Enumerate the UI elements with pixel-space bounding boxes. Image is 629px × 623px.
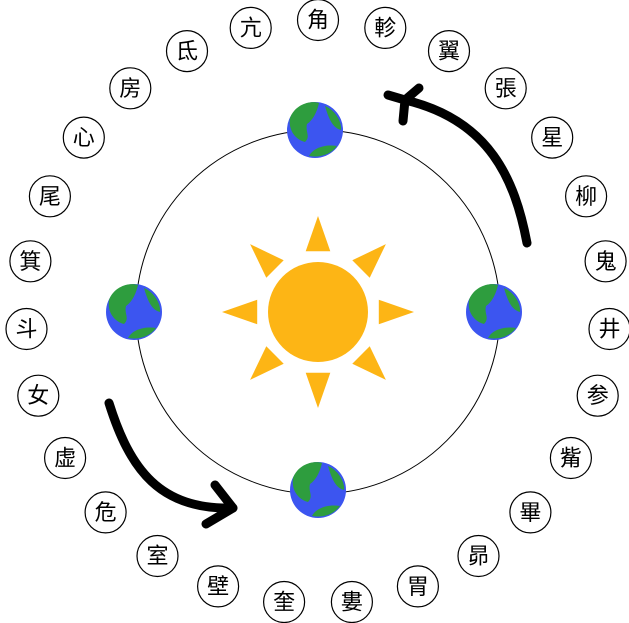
sun-ray: [305, 216, 331, 252]
mansion-item: 翼: [427, 29, 471, 73]
mansion-circle: [564, 175, 608, 218]
mansion-circle: [109, 67, 152, 110]
mansion-label: 虚: [54, 447, 76, 472]
mansion-circle: [296, 0, 340, 42]
sun-ray: [305, 372, 331, 408]
mansion-circle: [457, 534, 500, 578]
mansion-item: 畢: [509, 491, 552, 534]
mansion-circle: [17, 374, 60, 417]
mansion-circle: [5, 307, 48, 351]
mansion-item: 柳: [564, 175, 608, 218]
mansion-item: 房: [109, 67, 152, 110]
mansion-label: 柳: [575, 185, 597, 210]
mansion-item: 虚: [43, 436, 87, 480]
mansion-label: 畢: [519, 501, 541, 526]
mansion-label: 軫: [374, 16, 396, 41]
mansion-label: 房: [119, 77, 141, 102]
sun-ray: [250, 346, 284, 380]
mansion-item: 張: [484, 67, 527, 110]
mansion-item: 昴: [457, 534, 500, 578]
mansion-item: 角: [296, 0, 340, 42]
mansion-label: 鬼: [595, 250, 617, 275]
sun-ray: [352, 244, 386, 278]
mansion-circle: [484, 67, 527, 110]
mansion-label: 昴: [467, 545, 489, 570]
curved-arrow-icon: [400, 95, 532, 248]
mansion-item: 女: [17, 374, 60, 417]
mansion-label: 奎: [273, 591, 295, 616]
mansion-label: 星: [541, 126, 563, 151]
mansion-label: 翼: [438, 40, 460, 65]
mansion-label: 尾: [39, 185, 61, 210]
sun-ray: [378, 299, 414, 325]
mansion-item: 奎: [263, 580, 306, 623]
earth-icon: [466, 284, 522, 340]
mansion-label: 角: [307, 9, 329, 34]
mansion-item: 室: [136, 534, 179, 578]
sun-ray: [222, 299, 258, 325]
mansion-item: 鬼: [584, 240, 627, 283]
mansion-item: 危: [84, 491, 127, 534]
mansion-label: 参: [587, 384, 609, 409]
mansion-label: 氐: [176, 40, 198, 65]
mansion-label: 張: [495, 77, 517, 102]
sun-ray: [250, 244, 284, 278]
mansion-circle: [531, 116, 574, 159]
mansion-item: 星: [531, 116, 574, 159]
mansion-circle: [197, 565, 240, 608]
mansion-item: 氐: [165, 29, 209, 73]
mansion-circle: [588, 307, 629, 351]
mansion-item: 軫: [364, 6, 407, 49]
mansion-label: 壁: [207, 575, 229, 600]
earth-icon: [290, 462, 346, 518]
mansion-circle: [509, 491, 552, 534]
mansion-circle: [396, 565, 439, 608]
earth-icon: [106, 284, 162, 340]
mansion-item: 斗: [5, 307, 48, 351]
mansion-item: 亢: [229, 6, 272, 49]
mansion-label: 心: [73, 126, 95, 151]
mansion-item: 心: [62, 116, 105, 159]
mansion-circle: [229, 6, 272, 49]
mansion-label: 井: [598, 318, 620, 343]
mansion-circle: [364, 6, 407, 49]
mansion-circle: [549, 436, 593, 480]
mansion-item: 壁: [197, 565, 240, 608]
mansion-label: 危: [95, 501, 117, 526]
sun-ray: [352, 346, 386, 380]
mansion-item: 胃: [396, 565, 439, 608]
mansion-label: 觜: [560, 447, 582, 472]
mansion-label: 斗: [15, 318, 37, 343]
curved-arrow-icon: [104, 398, 238, 513]
mansion-item: 婁: [330, 580, 373, 623]
mansion-circle: [84, 491, 127, 534]
mansion-circle: [136, 534, 179, 578]
mansion-item: 参: [576, 374, 619, 417]
mansion-item: 尾: [28, 175, 72, 218]
mansion-label: 亢: [240, 16, 262, 41]
mansion-label: 婁: [341, 591, 363, 616]
sun-icon: [222, 216, 414, 408]
mansion-circle: [165, 29, 209, 73]
mansion-label: 胃: [407, 575, 429, 600]
arrowhead-icon: [201, 480, 238, 529]
mansion-label: 室: [146, 545, 168, 570]
mansion-circle: [43, 436, 87, 480]
mansion-circle: [427, 29, 471, 73]
earth-icon: [287, 102, 343, 158]
mansion-label: 女: [27, 384, 49, 409]
mansion-item: 觜: [549, 436, 593, 480]
mansion-label: 箕: [19, 250, 41, 275]
mansion-item: 箕: [9, 240, 52, 283]
arrowhead-icon: [383, 83, 424, 126]
mansion-circle: [62, 116, 105, 159]
mansion-circle: [576, 374, 619, 417]
mansion-item: 井: [588, 307, 629, 351]
mansion-circle: [28, 175, 72, 218]
mansion-circle: [584, 240, 627, 283]
mansion-circle: [9, 240, 52, 283]
